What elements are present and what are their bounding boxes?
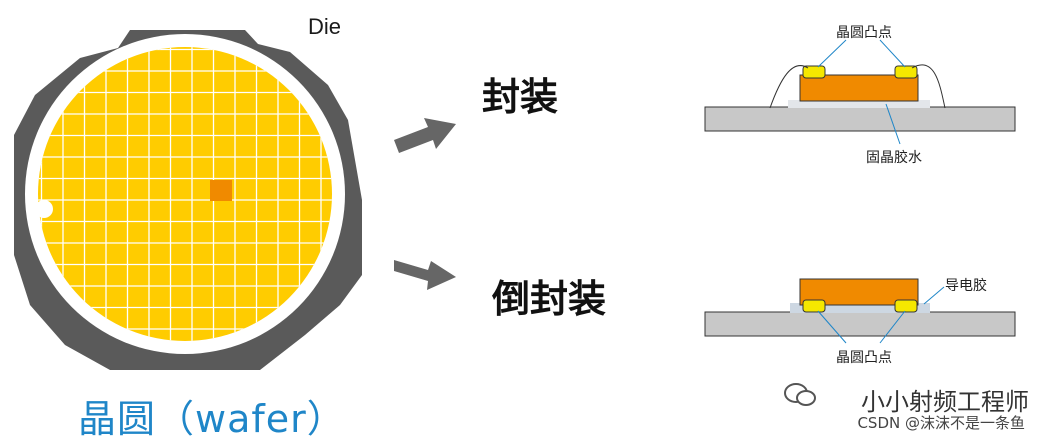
- arrow-to-flip-chip: [394, 260, 456, 290]
- substrate-top: [704, 106, 1016, 132]
- wafer-bump-top-label: 晶圆凸点: [836, 25, 892, 41]
- substrate-bottom: [704, 311, 1016, 337]
- leader-bump-top-right: [879, 39, 906, 68]
- leader-conductive: [923, 286, 945, 305]
- die-label: Die: [308, 14, 342, 39]
- bond-wire-right: [911, 64, 946, 109]
- watermark-source: CSDN @沫沫不是一条鱼: [857, 414, 1025, 432]
- leader-bump-top-left: [817, 39, 847, 68]
- bond-wire-left: [769, 65, 809, 109]
- die-attach-glue-label: 固晶胶水: [866, 150, 922, 166]
- wafer-caption: 晶圆（wafer）: [78, 397, 346, 441]
- bump-bottom-left: [802, 299, 826, 313]
- leader-glue: [885, 103, 901, 145]
- conductive-glue-label: 导电胶: [945, 278, 987, 294]
- leader-bump-bottom-left: [817, 310, 847, 344]
- flip-chip-label: 倒封装: [492, 277, 607, 321]
- highlighted-die: [210, 180, 232, 201]
- bump-top-right: [894, 65, 918, 79]
- die-top: [799, 74, 919, 102]
- wafer-disc: [38, 47, 332, 341]
- die-attach-glue: [788, 100, 930, 108]
- wafer-notch: [35, 200, 53, 218]
- watermark-account: 小小射频工程师: [861, 388, 1029, 416]
- wechat-icon: [784, 383, 816, 406]
- leader-bump-bottom-right: [879, 310, 906, 344]
- wirebond-package: [704, 39, 1016, 145]
- bump-top-left: [802, 65, 826, 79]
- arrow-to-package: [394, 118, 456, 153]
- bump-bottom-right: [894, 299, 918, 313]
- conductive-glue: [790, 303, 930, 313]
- package-label: 封装: [482, 75, 559, 119]
- flipchip-package: [704, 278, 1016, 344]
- wafer-bump-bottom-label: 晶圆凸点: [836, 350, 892, 366]
